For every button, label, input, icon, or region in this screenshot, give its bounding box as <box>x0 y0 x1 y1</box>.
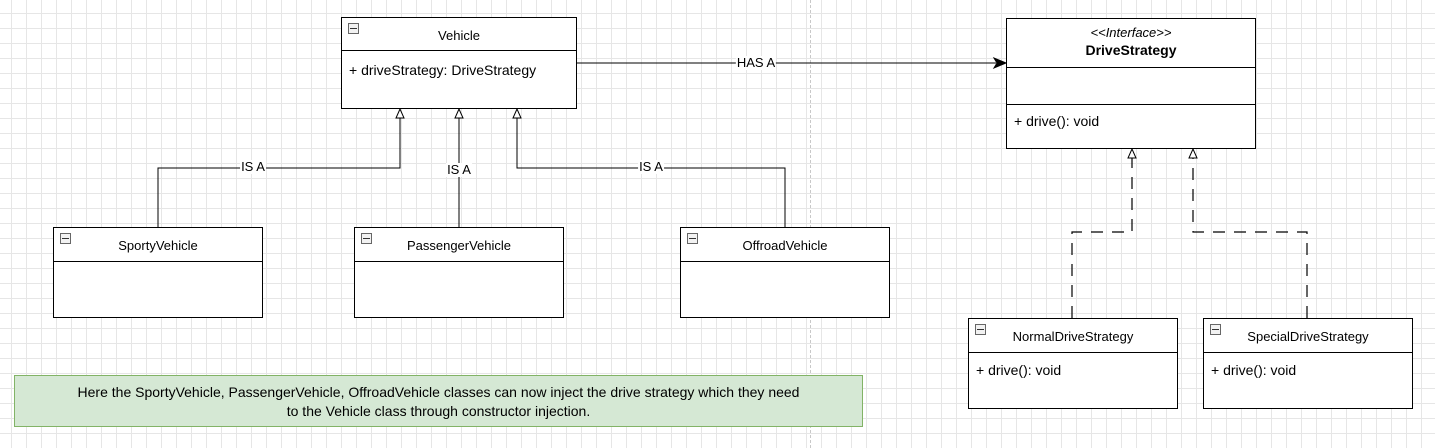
collapse-icon[interactable] <box>687 233 698 244</box>
class-name: PassengerVehicle <box>406 238 512 253</box>
passenger-vehicle-header: PassengerVehicle <box>355 228 563 262</box>
offroad-vehicle-class[interactable]: OffroadVehicle <box>680 227 890 318</box>
drive-strategy-interface[interactable]: <<Interface>> DriveStrategy + drive(): v… <box>1006 18 1256 149</box>
collapse-icon[interactable] <box>348 23 359 34</box>
vehicle-class[interactable]: Vehicle + driveStrategy: DriveStrategy <box>341 17 577 109</box>
vehicle-attribute: + driveStrategy: DriveStrategy <box>349 62 537 78</box>
collapse-icon[interactable] <box>60 233 71 244</box>
interface-divider-bottom <box>1007 104 1255 105</box>
sporty-vehicle-header: SportyVehicle <box>54 228 262 262</box>
special-drive-strategy-class[interactable]: SpecialDriveStrategy + drive(): void <box>1203 318 1413 409</box>
edge-normal-to-strategy <box>1071 158 1133 318</box>
offroad-vehicle-header: OffroadVehicle <box>681 228 889 262</box>
class-name: NormalDriveStrategy <box>1012 329 1134 344</box>
collapse-icon[interactable] <box>1210 324 1221 335</box>
is-a-label-sporty: IS A <box>240 159 266 174</box>
has-a-label: HAS A <box>735 55 777 70</box>
is-a-label-offroad: IS A <box>638 159 664 174</box>
note-line-2: to the Vehicle class through constructor… <box>286 403 591 419</box>
arrowhead-passenger <box>454 107 464 119</box>
class-name: SpecialDriveStrategy <box>1247 329 1369 344</box>
normal-drive-strategy-header: NormalDriveStrategy <box>969 319 1177 353</box>
interface-stereotype: <<Interface>> <box>1090 25 1172 40</box>
arrowhead-sporty <box>395 107 405 119</box>
arrowhead-has-a <box>992 56 1008 70</box>
interface-divider-top <box>1007 67 1255 68</box>
collapse-icon[interactable] <box>975 324 986 335</box>
class-name: SportyVehicle <box>118 238 198 253</box>
passenger-vehicle-class[interactable]: PassengerVehicle <box>354 227 564 318</box>
special-drive-strategy-header: SpecialDriveStrategy <box>1204 319 1412 353</box>
edge-special-to-strategy <box>1192 158 1308 318</box>
special-drive-method: + drive(): void <box>1211 362 1297 378</box>
interface-name: DriveStrategy <box>1085 42 1177 58</box>
normal-drive-strategy-class[interactable]: NormalDriveStrategy + drive(): void <box>968 318 1178 409</box>
arrowhead-offroad <box>512 107 522 119</box>
vehicle-header: Vehicle <box>342 18 576 51</box>
arrowhead-normal <box>1127 147 1137 159</box>
explanation-note[interactable]: Here the SportyVehicle, PassengerVehicle… <box>14 375 863 427</box>
class-name: Vehicle <box>438 28 480 43</box>
interface-method: + drive(): void <box>1014 113 1100 129</box>
sporty-vehicle-class[interactable]: SportyVehicle <box>53 227 263 318</box>
is-a-label-passenger: IS A <box>446 162 472 177</box>
page-divider <box>810 0 811 448</box>
normal-drive-method: + drive(): void <box>976 362 1062 378</box>
edge-sporty-to-vehicle <box>157 118 401 227</box>
arrowhead-special <box>1188 147 1198 159</box>
note-line-1: Here the SportyVehicle, PassengerVehicle… <box>77 384 800 400</box>
class-name: OffroadVehicle <box>742 238 828 253</box>
collapse-icon[interactable] <box>361 233 372 244</box>
